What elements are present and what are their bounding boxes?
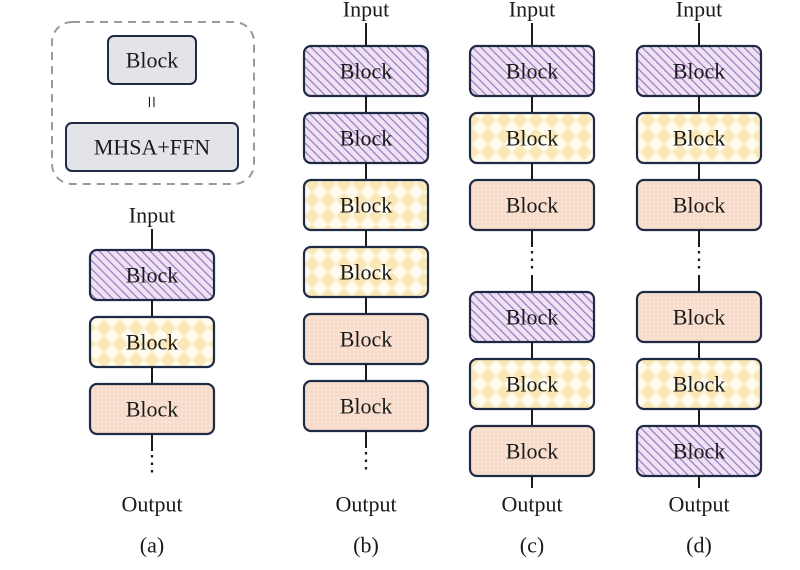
block-label: Block [506, 439, 559, 464]
block-label: Block [673, 126, 726, 151]
block-label: Block [506, 59, 559, 84]
output-label: Output [335, 492, 396, 517]
legend: Block = MHSA+FFN [51, 21, 255, 185]
input-label: Input [676, 0, 722, 22]
panel-b: InputBlockBlockBlockBlockBlockBlock⋮Outp… [302, 0, 430, 558]
block-label: Block [506, 193, 559, 218]
block-label: Block [340, 193, 393, 218]
block-label: Block [673, 305, 726, 330]
block-label: Block [126, 397, 179, 422]
input-label: Input [129, 203, 175, 228]
panels: InputBlockBlockBlock⋮Output(a)InputBlock… [88, 0, 763, 558]
block-label: Block [673, 59, 726, 84]
legend-block-label: Block [126, 48, 179, 73]
block-label: Block [340, 260, 393, 285]
block-label: Block [506, 305, 559, 330]
output-label: Output [501, 492, 562, 517]
block-label: Block [673, 193, 726, 218]
panel-c: InputBlockBlockBlock⋮BlockBlockBlockOutp… [468, 0, 596, 558]
legend-equals-sign: = [140, 96, 165, 108]
panel-caption: (a) [140, 533, 164, 558]
input-label: Input [509, 0, 555, 22]
panel-caption: (d) [686, 533, 712, 558]
block-label: Block [126, 263, 179, 288]
legend-expansion-label: MHSA+FFN [94, 135, 210, 160]
panel-caption: (b) [353, 533, 379, 558]
panel-caption: (c) [520, 533, 544, 558]
panel-d: InputBlockBlockBlock⋮BlockBlockBlockOutp… [635, 0, 763, 558]
legend-frame [51, 21, 255, 185]
output-label: Output [668, 492, 729, 517]
ellipsis-dots: ⋮ [141, 451, 163, 476]
ellipsis-dots: ⋮ [521, 247, 543, 272]
legend-expansion-box [65, 122, 239, 172]
block-label: Block [673, 372, 726, 397]
block-label: Block [340, 394, 393, 419]
block-label: Block [340, 126, 393, 151]
ellipsis-dots: ⋮ [688, 247, 710, 272]
ellipsis-dots: ⋮ [355, 448, 377, 473]
block-label: Block [126, 330, 179, 355]
block-label: Block [673, 439, 726, 464]
block-label: Block [340, 327, 393, 352]
input-label: Input [343, 0, 389, 22]
output-label: Output [121, 492, 182, 517]
legend-block-box [107, 35, 197, 85]
block-label: Block [340, 59, 393, 84]
block-label: Block [506, 126, 559, 151]
block-label: Block [506, 372, 559, 397]
